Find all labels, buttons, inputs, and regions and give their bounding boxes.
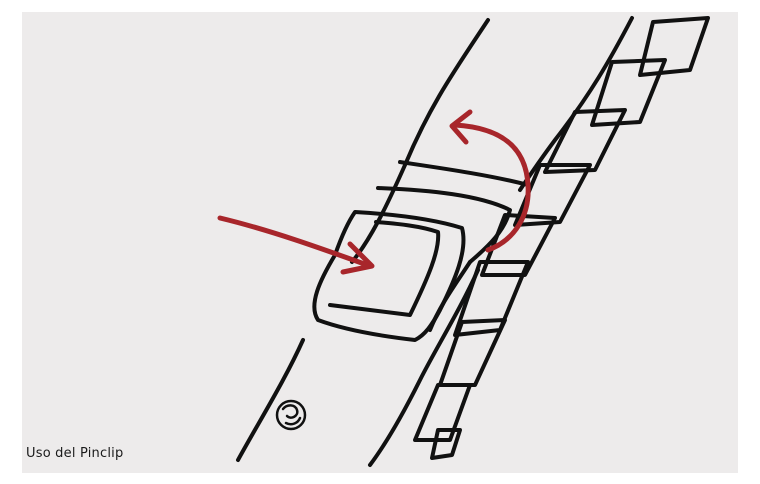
figure-caption: Uso del Pinclip bbox=[26, 446, 123, 461]
tube-right-edge-lower bbox=[370, 270, 478, 465]
pinclip-sketch bbox=[22, 12, 738, 473]
grip-ridges bbox=[415, 18, 708, 458]
ridge-9 bbox=[432, 430, 460, 458]
ridge-6 bbox=[455, 262, 528, 335]
button-outer bbox=[314, 212, 463, 340]
ridge-3 bbox=[545, 110, 625, 172]
symbol-swirl-1 bbox=[283, 405, 297, 417]
symbol-mark bbox=[277, 401, 305, 429]
symbol-swirl-2 bbox=[286, 418, 300, 424]
button-inner bbox=[330, 222, 438, 315]
red-straight-arrow-icon bbox=[220, 218, 372, 272]
band-top-line bbox=[400, 162, 528, 185]
clip-button bbox=[314, 212, 463, 340]
ridge-1 bbox=[640, 18, 708, 75]
clip-band bbox=[378, 162, 528, 330]
illustration-panel bbox=[22, 12, 738, 473]
